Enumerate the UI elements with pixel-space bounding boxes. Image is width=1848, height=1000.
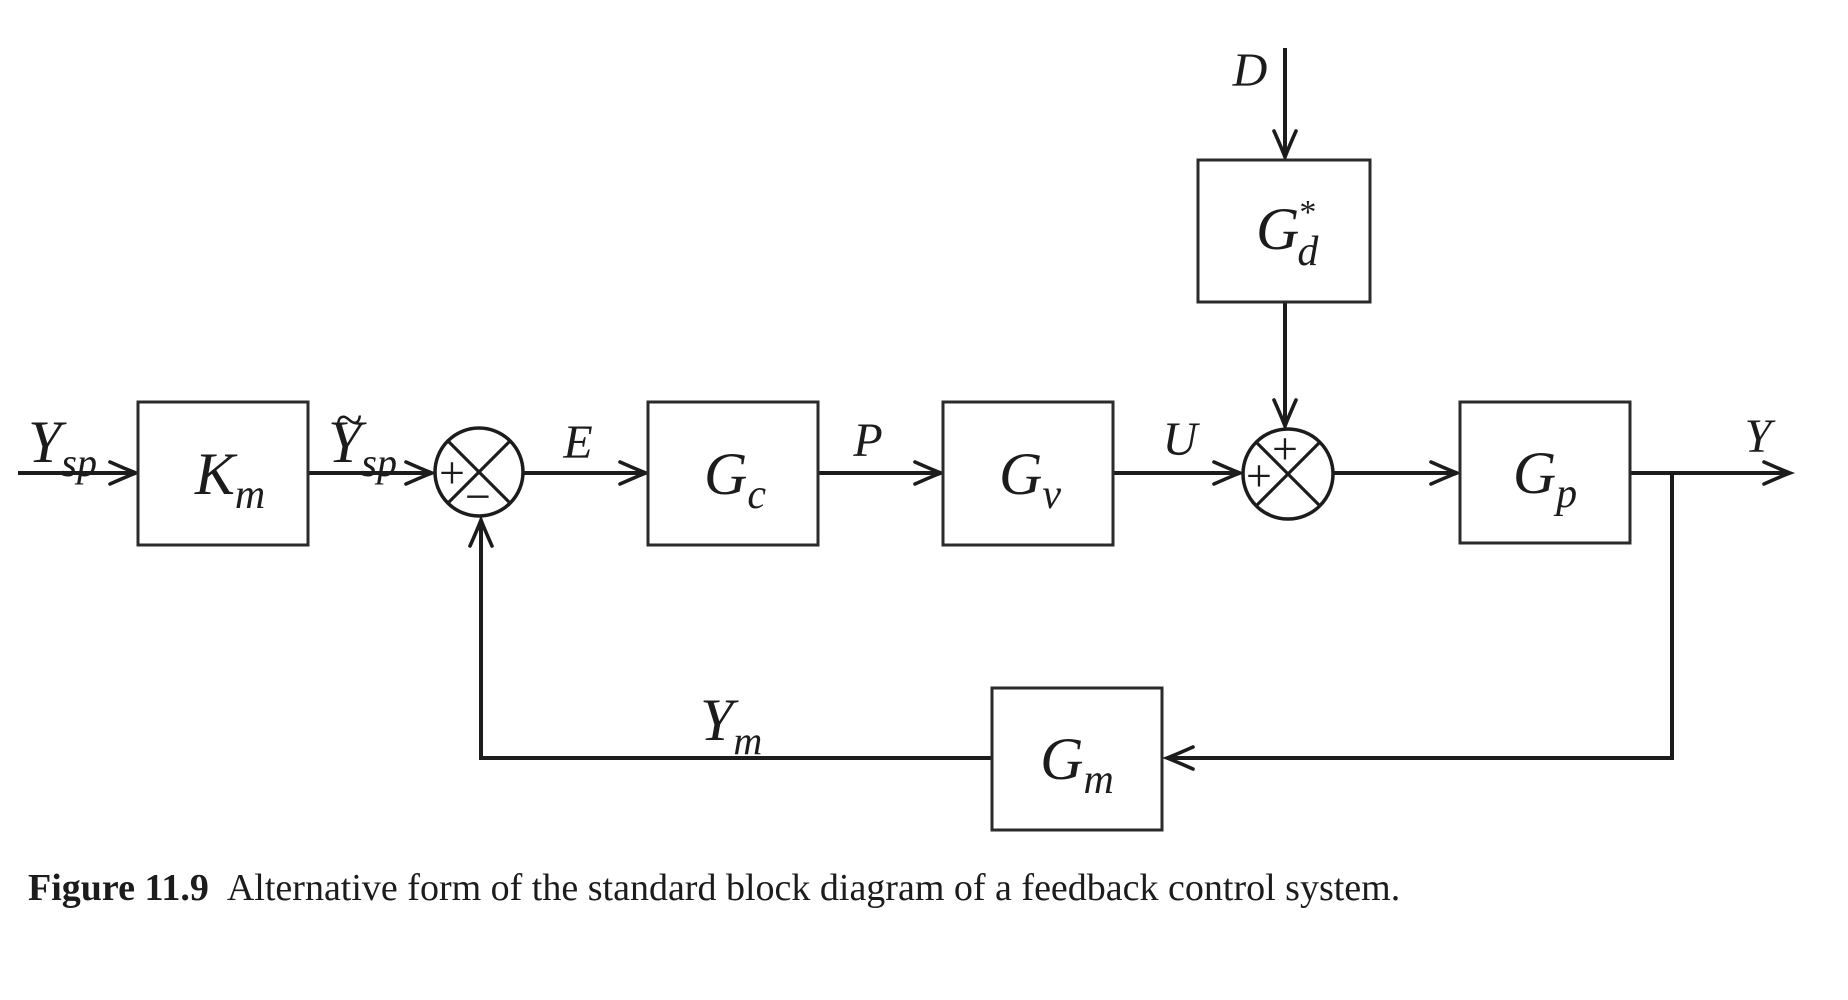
figure-caption-text: Alternative form of the standard block d…: [226, 867, 1401, 909]
block-gd-rect: [1196, 158, 1372, 304]
figure-caption-label: Figure 11.9: [28, 867, 209, 909]
junction-cross-line: [446, 439, 512, 505]
block-gm: Gm: [990, 686, 1164, 832]
label-ysp-tilde-accent: ~: [335, 391, 362, 447]
block-gc-label: Gc: [704, 441, 766, 518]
block-gc-label-sub: c: [747, 472, 766, 518]
label-ysp-tilde-sub: sp: [361, 440, 397, 485]
block-gd: G*d: [1196, 158, 1372, 304]
path-output-tap-to-gm: [1161, 473, 1674, 771]
block-gm-label-sub: m: [1084, 757, 1114, 803]
block-gc-rect: [646, 400, 820, 547]
label-u: U: [1163, 413, 1201, 466]
block-gv-label-main: G: [999, 441, 1042, 507]
label-ym: Ym: [700, 687, 762, 763]
block-gp: Gp: [1458, 400, 1632, 545]
block-gv-label: Gv: [999, 441, 1061, 518]
summing-junction-error: + −: [433, 426, 525, 522]
block-gm-rect: [990, 686, 1164, 832]
block-gv-label-sub: v: [1042, 472, 1061, 518]
label-y: Y: [1745, 410, 1776, 463]
block-km-label-sub: m: [235, 472, 265, 518]
label-ysp-sub: sp: [61, 440, 97, 485]
block-gp-label-main: G: [1513, 440, 1556, 506]
block-km: Km: [136, 400, 310, 547]
block-km-rect: [136, 400, 310, 547]
block-gc-label-main: G: [704, 441, 747, 507]
error-junction-minus-sign: −: [465, 471, 491, 522]
path-gm-to-error-junction: [468, 514, 992, 760]
block-gm-label-main: G: [1040, 726, 1083, 792]
block-gd-label-sup: *: [1299, 194, 1316, 231]
block-gd-label-main: G: [1256, 196, 1299, 262]
label-ysp: Ysp: [28, 409, 97, 485]
label-ysp-tilde-main: Y: [328, 409, 367, 475]
block-gp-rect: [1458, 400, 1632, 545]
block-gv: Gv: [941, 400, 1115, 547]
block-gd-label-sub: d: [1297, 229, 1319, 275]
label-ysp-tilde: Ysp: [328, 409, 397, 485]
block-gc: Gc: [646, 400, 820, 547]
label-ym-sub: m: [733, 718, 762, 763]
block-km-label-main: K: [194, 441, 238, 507]
block-gd-label: G*d: [1256, 194, 1319, 275]
block-gv-rect: [941, 400, 1115, 547]
label-e: E: [562, 416, 592, 469]
block-gp-label-sub: p: [1553, 471, 1577, 517]
block-gp-label: Gp: [1513, 440, 1577, 517]
block-km-label: Km: [194, 441, 265, 518]
label-ym-main: Y: [700, 687, 739, 753]
figure-caption: Figure 11.9 Alternative form of the stand…: [28, 866, 1400, 910]
label-d: D: [1232, 44, 1268, 97]
error-junction-plus-sign: +: [439, 447, 465, 498]
summing-junction-disturbance: + +: [1241, 423, 1335, 521]
block-gm-label: Gm: [1040, 726, 1114, 803]
disturbance-junction-top-plus-sign: +: [1272, 423, 1298, 474]
junction-cross-line: [1254, 440, 1322, 508]
label-ysp-main: Y: [28, 409, 67, 475]
disturbance-junction-left-plus-sign: +: [1246, 450, 1272, 501]
label-p: P: [852, 414, 882, 467]
